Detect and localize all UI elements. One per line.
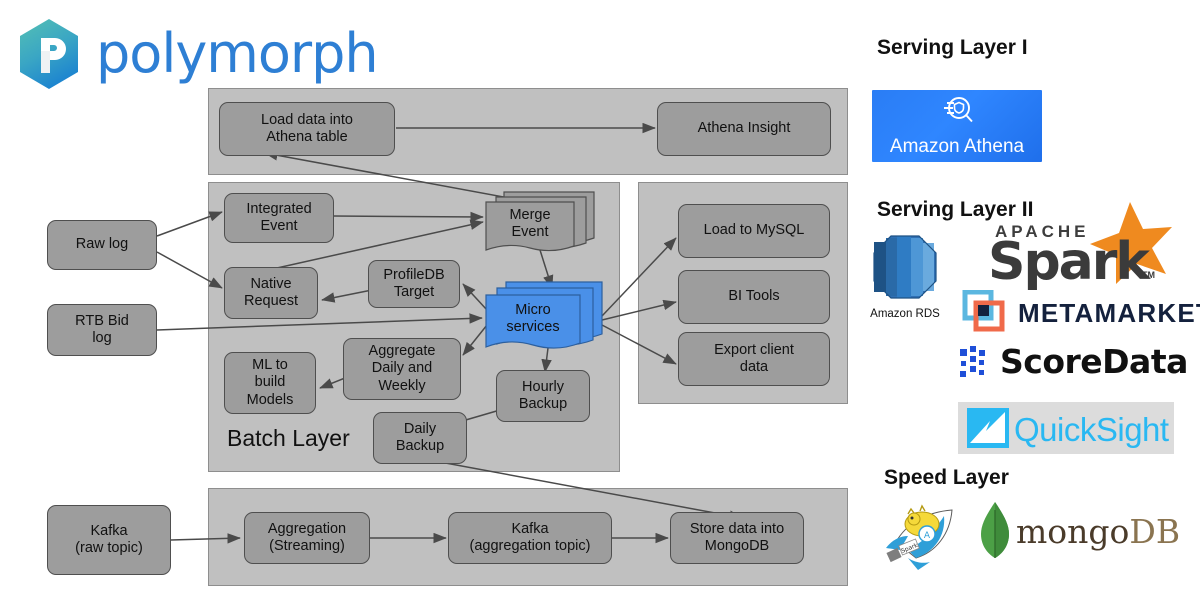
spark-apache-text: APACHE [995, 222, 1090, 241]
node-rtb-bid-log[interactable]: RTB Bid log [47, 304, 157, 356]
node-label: Aggregate Daily and Weekly [368, 343, 436, 394]
logo-label: Amazon Athena [889, 136, 1025, 157]
node-label: Store data into MongoDB [689, 520, 785, 554]
brand-name: polymorph [96, 22, 379, 85]
node-integrated-event[interactable]: Integrated Event [224, 193, 334, 243]
mongodb-name-suffix: DB [1129, 512, 1181, 551]
node-bi-tools[interactable]: BI Tools [678, 270, 830, 324]
polymorph-hexagon-p-logo-icon [16, 18, 82, 90]
node-label: Load to MySQL [703, 222, 805, 239]
serving-layer-1-title: Serving Layer I [877, 36, 1028, 59]
node-aggregate-daily-weekly[interactable]: Aggregate Daily and Weekly [343, 338, 461, 400]
scoredata-pixels-icon [960, 346, 985, 377]
quicksight-wordmark: QuickSight [1014, 411, 1169, 448]
mongodb-name: mongo [1016, 512, 1130, 551]
logo-label: Amazon RDS [870, 308, 940, 320]
node-native-request[interactable]: Native Request [224, 267, 318, 319]
quicksight-chart-icon [967, 408, 1009, 448]
logo-mongodb [975, 500, 1015, 562]
node-label: BI Tools [728, 288, 780, 305]
svg-text:A: A [924, 531, 931, 541]
node-label: Daily Backup [395, 420, 445, 454]
node-load-data-into-athena-table[interactable]: Load data into Athena table [219, 102, 395, 156]
logo-metamarkets [962, 290, 1178, 332]
node-raw-log[interactable]: Raw log [47, 220, 157, 270]
node-kafka-raw-topic[interactable]: Kafka (raw topic) [47, 505, 171, 575]
node-label: Export client data [714, 341, 794, 375]
stacked-document-icon [485, 191, 595, 252]
node-label: Integrated Event [246, 200, 312, 234]
node-store-data-into-mongodb[interactable]: Store data into MongoDB [670, 512, 804, 564]
spark-trademark: TM [1142, 270, 1155, 280]
speed-layer-title: Speed Layer [884, 466, 1009, 489]
logo-spark-streaming: A Spark [878, 500, 964, 572]
logo-amazon-athena: Amazon Athena [872, 90, 1042, 162]
node-aggregation-streaming[interactable]: Aggregation (Streaming) [244, 512, 370, 564]
node-load-to-mysql[interactable]: Load to MySQL [678, 204, 830, 258]
brand-logo: polymorph [16, 18, 416, 90]
node-label: ProfileDB Target [383, 266, 445, 300]
metamarkets-wordmark: METAMARKETS [1018, 298, 1200, 328]
athena-magnifier-icon [938, 94, 976, 135]
node-label: Load data into Athena table [261, 111, 353, 145]
node-ml-to-build-models[interactable]: ML to build Models [224, 352, 316, 414]
node-kafka-aggregation-topic[interactable]: Kafka (aggregation topic) [448, 512, 612, 564]
node-label: Native Request [243, 275, 298, 309]
node-profiledb-target[interactable]: ProfileDB Target [368, 260, 460, 308]
node-athena-insight[interactable]: Athena Insight [657, 102, 831, 156]
batch-layer-title: Batch Layer [227, 425, 350, 451]
node-export-client-data[interactable]: Export client data [678, 332, 830, 386]
metamarkets-squares-icon [962, 290, 1005, 332]
scoredata-wordmark: ScoreData [1000, 342, 1188, 381]
mongodb-leaf-icon [981, 502, 1009, 558]
node-label: Kafka (aggregation topic) [469, 520, 591, 554]
node-label: Hourly Backup [518, 378, 568, 412]
node-label: Merge Event [509, 206, 551, 240]
node-label: RTB Bid log [75, 312, 129, 346]
node-micro-services[interactable]: Micro services [484, 280, 604, 352]
mongodb-wordmark: mongoDB [1016, 512, 1180, 551]
node-daily-backup[interactable]: Daily Backup [373, 412, 467, 464]
node-label: Micro services [506, 301, 560, 335]
spark-star-icon [1090, 202, 1172, 284]
node-label: Kafka (raw topic) [75, 522, 143, 556]
node-label: Raw log [75, 236, 129, 253]
stacked-document-icon [485, 281, 603, 349]
node-hourly-backup[interactable]: Hourly Backup [496, 370, 590, 422]
serving-layer-2-title: Serving Layer II [877, 198, 1034, 221]
spark-streaming-rocket-icon: A Spark [886, 504, 953, 570]
logo-apache-spark [980, 200, 1180, 285]
node-label: ML to build Models [246, 357, 294, 408]
spark-wordmark: Spark [988, 232, 1150, 292]
node-label: Aggregation (Streaming) [267, 520, 347, 554]
node-label: Athena Insight [697, 120, 791, 137]
logo-quicksight [966, 407, 1010, 449]
logo-amazon-rds [872, 234, 938, 314]
node-merge-event[interactable]: Merge Event [484, 190, 596, 252]
logo-scoredata [958, 345, 1004, 381]
rds-octagon-icon [873, 235, 937, 299]
